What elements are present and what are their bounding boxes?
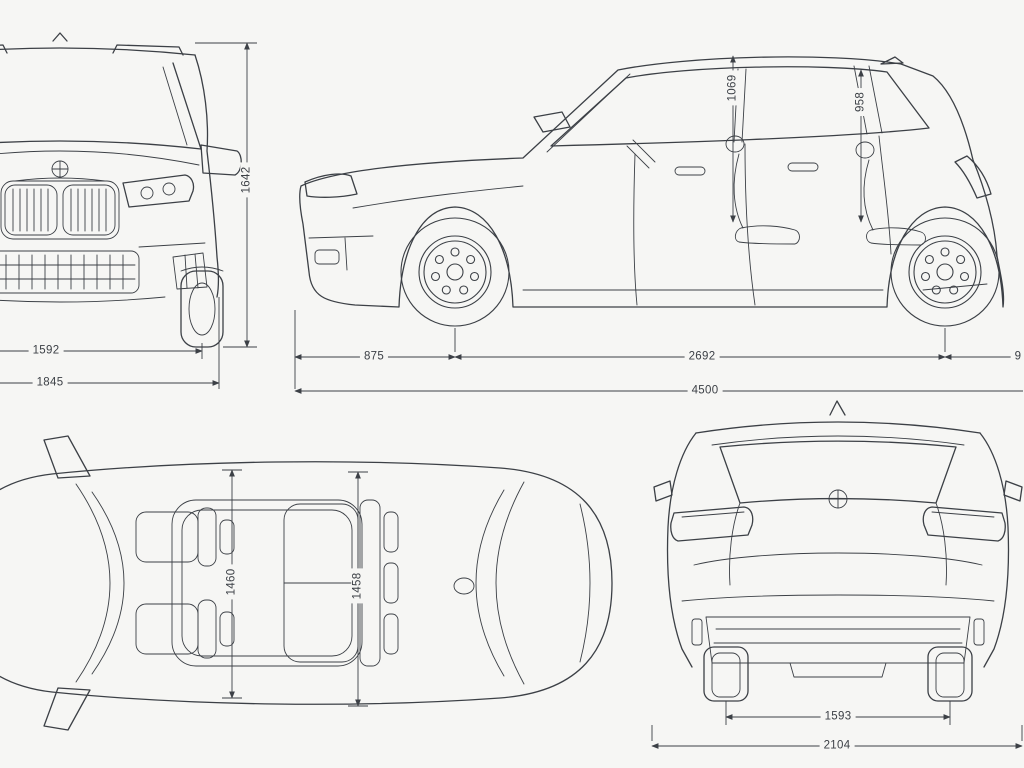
rear-car-body bbox=[654, 401, 1022, 667]
top-interior-seats bbox=[136, 500, 398, 666]
dim-overall-width: 1845 bbox=[32, 376, 68, 390]
top-view-drawing bbox=[0, 420, 640, 768]
front-bumper bbox=[0, 243, 207, 302]
dim-front-overhang: 875 bbox=[359, 350, 389, 364]
top-car-body bbox=[0, 436, 612, 730]
bmw-roundel-logo bbox=[52, 161, 68, 177]
rear-roundel-logo bbox=[829, 490, 847, 508]
dim-overall-length: 4500 bbox=[687, 384, 723, 398]
dim-rear-track: 1593 bbox=[820, 710, 856, 724]
dim-wheelbase: 2692 bbox=[684, 350, 720, 364]
dim-front-track: 1592 bbox=[28, 344, 64, 358]
front-grille bbox=[1, 181, 119, 239]
dim-rear-overall-width: 2104 bbox=[819, 739, 855, 753]
dim-rear-overhang-partial: 9 bbox=[1010, 350, 1024, 364]
rear-wheels bbox=[704, 647, 972, 701]
side-view-drawing bbox=[294, 55, 1024, 394]
rear-view-drawing bbox=[651, 395, 1023, 749]
